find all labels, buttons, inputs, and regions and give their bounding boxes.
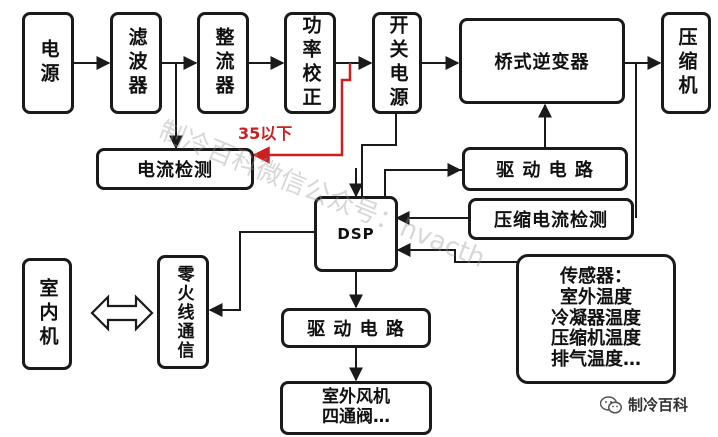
block-dsp-label: DSP [337, 225, 375, 243]
double-arrow [90, 294, 154, 332]
block-dsp: DSP [314, 196, 398, 272]
sensor-line-3: 冷凝器温度 [551, 307, 641, 329]
block-comp-current-label: 压缩电流检测 [494, 210, 608, 231]
block-outdoor-fan: 室外风机 四通阀… [280, 381, 432, 435]
block-sensors: 传感器： 室外温度 冷凝器温度 压缩机温度 排气温度… [516, 254, 676, 384]
fan-line-2: 四通阀… [322, 407, 390, 427]
block-filter-label: 滤波器 [125, 27, 148, 99]
block-filter: 滤波器 [110, 12, 162, 114]
fan-line-1: 室外风机 [322, 387, 390, 408]
red-path-label: 35以下 [238, 124, 293, 143]
block-inverter-label: 桥式逆变器 [494, 52, 590, 73]
brand-logo-text: 制冷百科 [628, 396, 689, 414]
block-compressor-label: 压缩机 [675, 27, 698, 99]
block-drive-top-label: 驱 动 电 路 [496, 160, 594, 181]
wire-switch-dsp [361, 108, 397, 196]
red-arrow-path [252, 63, 352, 164]
block-switch-power: 开关电源 [372, 12, 422, 114]
block-compressor: 压缩机 [661, 12, 711, 114]
arrow-dsp-zerofire [208, 231, 314, 317]
sensor-line-2: 室外温度 [560, 286, 632, 308]
block-comp-current: 压缩电流检测 [468, 198, 634, 240]
sensor-line-4: 压缩机温度 [551, 328, 641, 350]
block-inverter: 桥式逆变器 [459, 18, 625, 104]
block-power: 电源 [22, 12, 74, 114]
block-rectifier: 整流器 [197, 12, 249, 114]
block-rectifier-label: 整流器 [212, 27, 235, 99]
sensor-line-5: 排气温度… [551, 349, 641, 371]
block-drive-bottom: 驱 动 电 路 [281, 308, 431, 348]
sensor-line-1: 传感器： [560, 266, 632, 288]
block-power-label: 电源 [37, 39, 60, 87]
block-zero-fire-label: 零火线通信 [173, 264, 194, 360]
block-zero-fire: 零火线通信 [157, 255, 209, 369]
block-current-detect-label: 电流检测 [137, 160, 213, 181]
block-pfc-label: 功率校正 [299, 15, 322, 111]
block-current-detect: 电流检测 [96, 148, 254, 190]
arrow-sensors-dsp [396, 243, 518, 263]
block-drive-bottom-label: 驱 动 电 路 [307, 319, 405, 340]
block-drive-top: 驱 动 电 路 [462, 147, 628, 191]
block-pfc: 功率校正 [284, 12, 336, 114]
block-indoor: 室内机 [22, 258, 72, 370]
block-switch-power-label: 开关电源 [386, 15, 409, 111]
brand-logo: 制冷百科 [600, 394, 688, 415]
block-indoor-label: 室内机 [36, 278, 59, 350]
wechat-icon [600, 395, 622, 414]
wire-dsp-drive-top [384, 169, 462, 196]
